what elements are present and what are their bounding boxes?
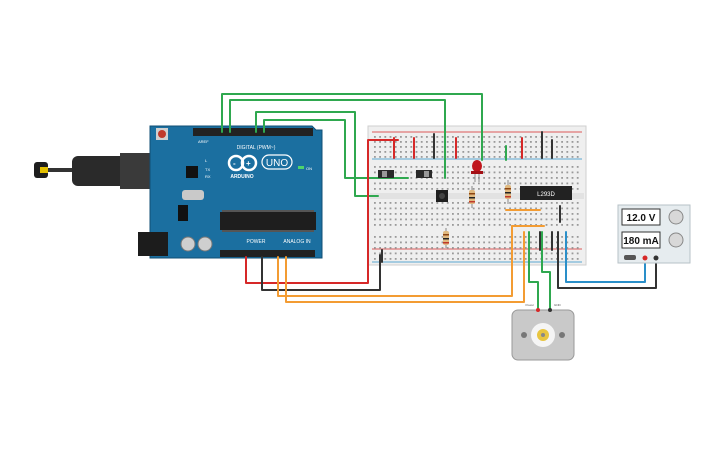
power-analog-header[interactable] (220, 250, 315, 257)
current-knob[interactable] (668, 232, 684, 248)
red-led[interactable] (471, 160, 483, 182)
wire-blue-psu[interactable] (565, 231, 646, 283)
motor-terminal-power[interactable] (536, 308, 540, 312)
tx-label: TX (205, 167, 210, 172)
wire-black-psu[interactable] (557, 231, 657, 289)
power-label: POWER (247, 239, 266, 245)
psu-negative-terminal[interactable] (653, 255, 659, 261)
svg-text:-: - (233, 159, 236, 168)
aref-label: AREF (198, 139, 209, 144)
power-supply[interactable]: 12.0 V 180 mA (617, 204, 691, 264)
voltage-knob[interactable] (668, 209, 684, 225)
motor-terminal-gnd[interactable] (548, 308, 552, 312)
psu-switch[interactable] (624, 255, 636, 260)
power-jack[interactable] (138, 232, 168, 256)
rx-label: RX (205, 174, 211, 179)
on-label: ON (306, 166, 312, 171)
resistor-3[interactable] (443, 228, 449, 248)
wire-orange-1[interactable] (277, 225, 513, 297)
resistor-1[interactable] (469, 186, 475, 208)
wires (221, 93, 657, 309)
reset-button-cap[interactable] (158, 130, 166, 138)
breadboard-holes (374, 136, 579, 260)
motor-gnd-label: GND (554, 303, 562, 307)
wire-green-4[interactable] (263, 119, 409, 179)
digital-header[interactable] (193, 128, 313, 136)
wire-red-5v[interactable] (245, 139, 399, 284)
analog-label: ANALOG IN (283, 239, 311, 245)
l293d-chip[interactable]: L293D (520, 186, 572, 200)
wire-black-gnd[interactable] (261, 254, 381, 291)
resistor-2[interactable] (505, 180, 511, 204)
chip-label: L293D (537, 192, 555, 198)
dc-motor[interactable]: Power GND (511, 303, 575, 361)
wire-motor-2[interactable] (541, 231, 551, 309)
wire-green-2[interactable] (229, 99, 446, 179)
voltage-display: 12.0 V (627, 213, 656, 224)
motor-power-label: Power (525, 303, 534, 307)
psu-positive-terminal[interactable] (642, 255, 648, 261)
wire-motor-1[interactable] (528, 231, 539, 309)
digital-label: DIGITAL (PWM~) (237, 145, 276, 151)
wire-green-3[interactable] (255, 111, 379, 197)
wire-green-1[interactable] (221, 93, 483, 161)
on-led (298, 166, 304, 169)
wire-orange-2[interactable] (285, 231, 525, 303)
pushbutton[interactable] (436, 190, 448, 202)
current-display: 180 mA (623, 236, 659, 247)
l-label: L (205, 158, 208, 163)
model-label: UNO (266, 158, 288, 169)
slide-switch-2[interactable] (416, 170, 432, 178)
arduino-uno-board[interactable]: DIGITAL (PWM~) AREF - + ARDUINO UNO L TX… (138, 125, 323, 259)
slide-switch-1[interactable] (378, 170, 394, 178)
arduino-logo: - + (227, 154, 258, 172)
svg-text:+: + (246, 159, 251, 168)
brand-label: ARDUINO (230, 174, 253, 180)
atmega-chip (220, 212, 316, 230)
